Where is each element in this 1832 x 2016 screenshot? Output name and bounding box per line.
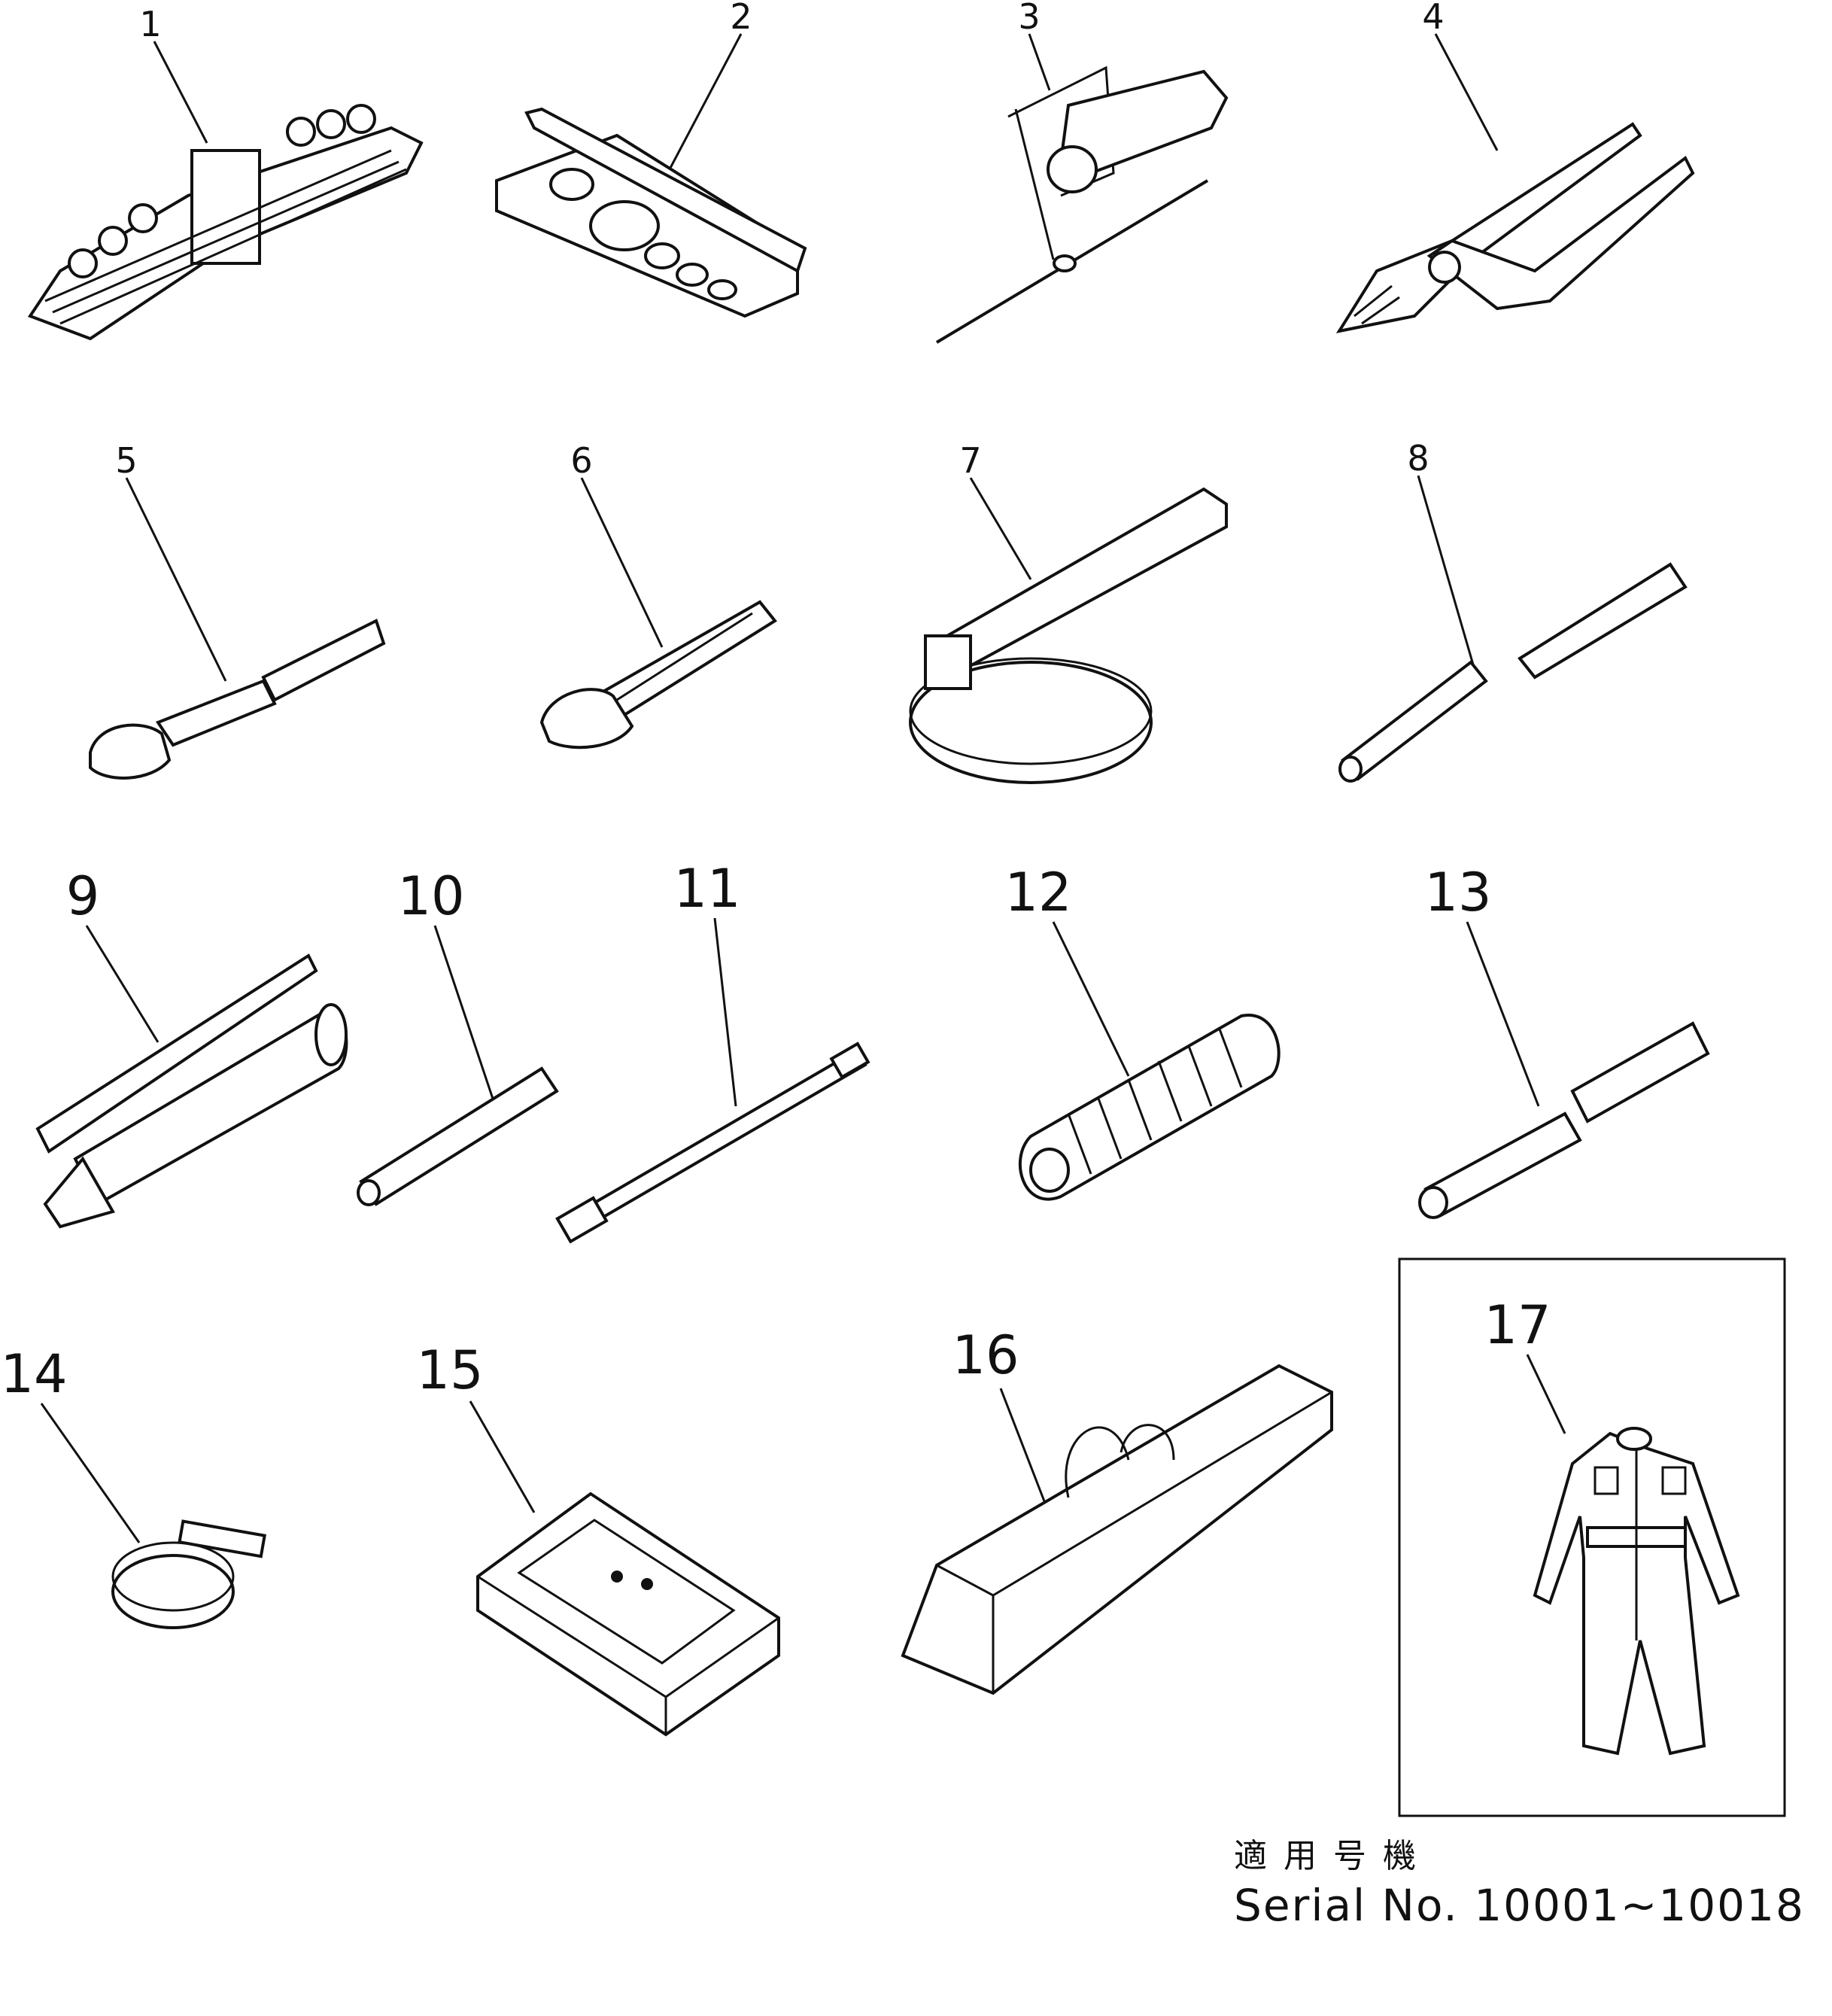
item-7-label: 7 xyxy=(959,440,981,481)
item-17-frame xyxy=(1398,1257,1786,1817)
item-13-label: 13 xyxy=(1424,862,1491,923)
item-14-hose-clamp: 14 xyxy=(0,1343,267,1629)
item-4-pliers: 4 xyxy=(1335,0,1695,333)
item-4-label: 4 xyxy=(1422,0,1444,37)
item-7-filter-wrench: 7 xyxy=(909,440,1228,784)
item-17-coverall: 17 xyxy=(1398,1257,1786,1817)
item-2-label: 2 xyxy=(730,0,752,37)
item-1-label: 1 xyxy=(139,4,161,44)
item-6-adjustable-wrench: 6 xyxy=(539,440,777,750)
item-10-label: 10 xyxy=(397,865,464,927)
item-12-label: 12 xyxy=(1004,862,1071,923)
item-3-screwdriver: 3 xyxy=(935,0,1229,344)
item-9-grease-gun: 9 xyxy=(35,865,348,1229)
item-15-label: 15 xyxy=(416,1339,483,1401)
item-14-label: 14 xyxy=(0,1343,67,1405)
item-13-pipe: 13 xyxy=(1418,862,1710,1219)
item-8-pipe: 8 xyxy=(1338,438,1688,783)
item-1-wrench-set: 1 xyxy=(27,4,424,341)
item-12-hose: 12 xyxy=(1004,862,1281,1201)
item-5-label: 5 xyxy=(115,440,137,481)
item-9-label: 9 xyxy=(66,865,100,927)
serial-applicability: 適用号機 Serial No. 10001~10018 xyxy=(1234,1829,1806,1931)
item-6-label: 6 xyxy=(570,440,592,481)
serial-number-range: Serial No. 10001~10018 xyxy=(1234,1880,1805,1931)
item-17-label: 17 xyxy=(1484,1294,1551,1356)
item-15-case: 15 xyxy=(416,1339,780,1737)
item-11-label: 11 xyxy=(673,858,740,920)
item-8-label: 8 xyxy=(1407,438,1429,479)
item-10-rod: 10 xyxy=(357,865,559,1206)
item-16-tool-bag: 16 xyxy=(901,1324,1333,1695)
item-5-spanner: 5 xyxy=(89,440,386,780)
applicable-serial-label-jp: 適用号機 xyxy=(1234,1837,1432,1875)
item-3-label: 3 xyxy=(1018,0,1040,37)
item-16-label: 16 xyxy=(952,1324,1019,1386)
item-11-extension-bar: 11 xyxy=(555,858,870,1244)
item-2-socket-set: 2 xyxy=(495,0,807,318)
